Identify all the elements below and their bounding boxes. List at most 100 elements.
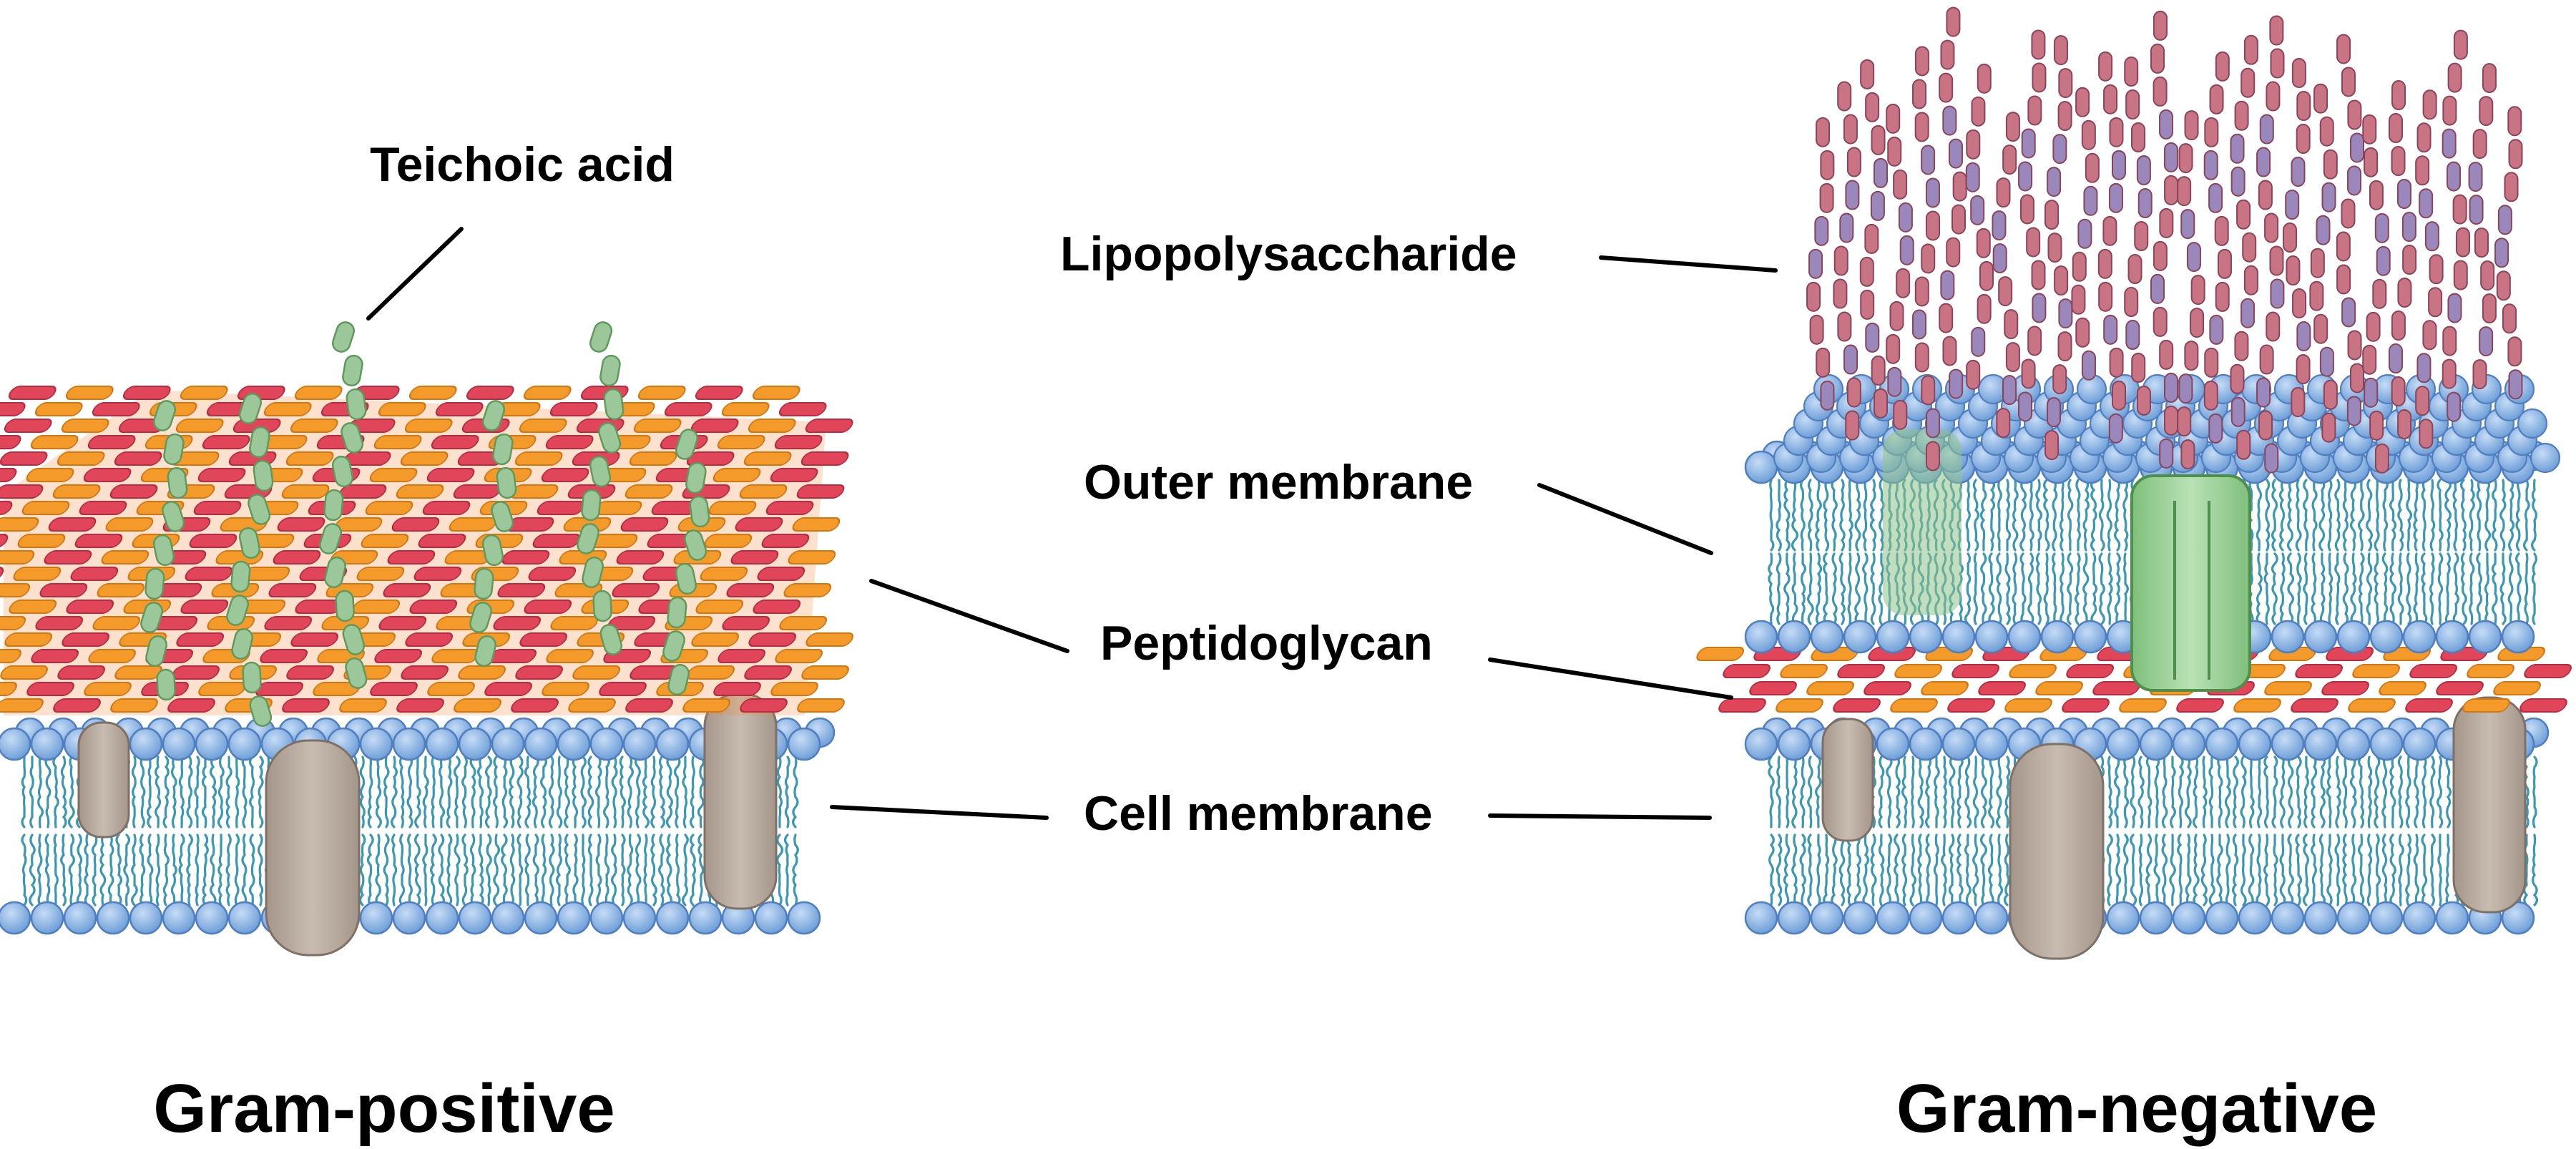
teichoic-acid-bead [598,422,622,454]
peptidoglycan-unit [0,698,44,713]
chain-bead [2215,281,2230,312]
chain-bead [2292,288,2307,319]
chain-bead [2321,412,2336,443]
peptidoglycan-unit [753,600,801,614]
chain-bead [2341,67,2356,97]
peptidoglycan-unit [373,435,422,449]
peptidoglycan-unit [713,682,761,696]
peptidoglycan-unit [0,534,9,548]
peptidoglycan-unit [2352,664,2400,678]
chain-bead [2097,248,2112,279]
chain-bead [2002,145,2017,175]
cell-membrane-leader-right [1488,813,1712,820]
peptidoglycan-unit [805,419,853,433]
chain-bead [1843,344,1858,375]
peptidoglycan-unit [743,451,792,466]
chain-bead [2230,133,2245,164]
peptidoglycan-unit [523,386,572,400]
peptidoglycan-unit [282,698,330,713]
lipid-head [787,901,821,935]
teichoic-acid-bead [152,534,175,567]
lipid-head [195,901,229,935]
chain-bead [2468,162,2483,192]
lipid-head [458,901,492,935]
lipid-head [2139,901,2173,935]
peptidoglycan-unit [770,682,818,696]
peptidoglycan-unit [263,402,312,416]
chain-bead [2291,157,2306,187]
chain-bead [1921,243,1936,274]
chain-bead [2396,179,2411,210]
teichoic-acid-bead [163,433,185,466]
peptidoglycan-unit [805,632,854,647]
chain-bead [2264,212,2279,243]
peptidoglycan-leader-left [869,579,1069,653]
chain-bead [2347,99,2362,130]
chain-bead [2391,146,2406,177]
chain-bead [1992,210,2007,241]
peptidoglycan-unit [74,534,123,548]
chain-bead [1942,105,1957,136]
chain-bead [2296,124,2311,155]
lipid-head [2271,727,2305,761]
teichoic-acid-bead [474,635,496,667]
chain-bead [1939,72,1954,103]
teichoic-acid-bead [342,354,363,387]
peptidoglycan-unit [189,534,237,548]
peptidoglycan-unit [44,550,92,564]
lipid-head [1909,901,1943,935]
chain-bead [1816,117,1831,147]
chain-bead [1914,342,1929,373]
peptidoglycan-unit [109,484,158,499]
chain-bead [2364,147,2379,177]
lipid-head [1941,727,1976,761]
chain-bead [1942,336,1957,366]
chain-bead [2136,155,2151,186]
peptidoglycan-unit [453,484,501,499]
peptidoglycan-unit [313,682,361,696]
lipid-head [2468,620,2502,654]
chain-bead [2497,205,2512,235]
peptidoglycan-unit [637,386,686,400]
lipid-head [1974,901,2009,935]
peptidoglycan-unit [721,402,770,416]
chain-bead [1939,303,1954,333]
peptidoglycan-leader-right [1488,657,1733,700]
chain-bead [2072,251,2087,282]
peptidoglycan-unit [752,386,800,400]
chain-bead [2452,194,2467,225]
peptidoglycan-unit [198,682,246,696]
peptidoglycan-unit [1833,698,1881,713]
peptidoglycan-unit [2524,664,2572,678]
chain-bead [2347,330,2362,361]
peptidoglycan-unit [405,632,454,647]
peptidoglycan-unit [21,501,70,515]
chain-bead [1820,380,1835,411]
peptidoglycan-unit [2035,681,2083,695]
lipid-head [2336,620,2371,654]
chain-bead [1925,441,1940,471]
teichoic-acid-bead [345,657,368,689]
peptidoglycan-unit [700,567,748,581]
lipid-head [557,901,591,935]
chain-bead [1843,114,1858,145]
peptidoglycan-unit [0,550,35,564]
outer-membrane-label: Outer membrane [1084,455,1473,509]
chain-bead [2349,132,2364,163]
chain-bead [2027,95,2042,126]
teichoic-acid-bead [474,567,494,600]
chain-bead [1864,223,1879,254]
peptidoglycan-unit [797,698,845,713]
lipid-head [1876,727,1910,761]
chain-bead [2018,161,2033,192]
lipid-head [1777,727,1811,761]
lipid-head [557,727,591,761]
peptidoglycan-unit [290,632,339,647]
teichoic-acid-bead [324,557,346,588]
teichoic-acid-label: Teichoic acid [370,137,675,192]
peptidoglycan-unit [92,402,140,416]
chain-bead [2209,84,2224,114]
peptidoglycan-unit [53,698,101,713]
peptidoglycan-unit [0,649,21,663]
lipid-head [2238,727,2272,761]
